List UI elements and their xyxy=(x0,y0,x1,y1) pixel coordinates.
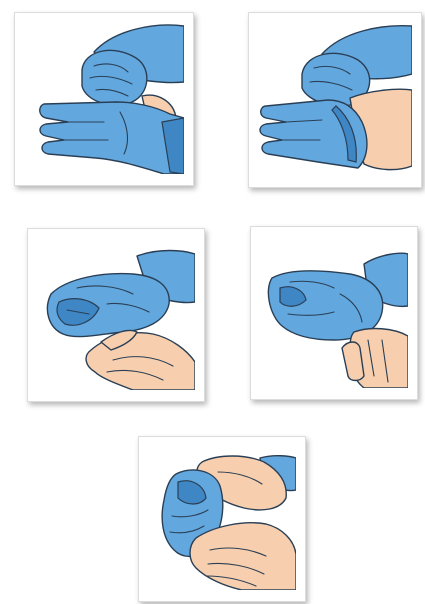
step-4-panel xyxy=(250,226,418,400)
step-1-illustration xyxy=(24,22,184,174)
step-2-illustration xyxy=(258,22,412,176)
step-1-panel xyxy=(14,12,194,186)
step-2-panel xyxy=(248,12,422,188)
step-3-illustration xyxy=(37,238,195,390)
step-5-panel xyxy=(138,436,306,602)
step-3-panel xyxy=(27,228,205,402)
step-5-illustration xyxy=(148,446,296,590)
step-4-illustration xyxy=(260,236,408,388)
